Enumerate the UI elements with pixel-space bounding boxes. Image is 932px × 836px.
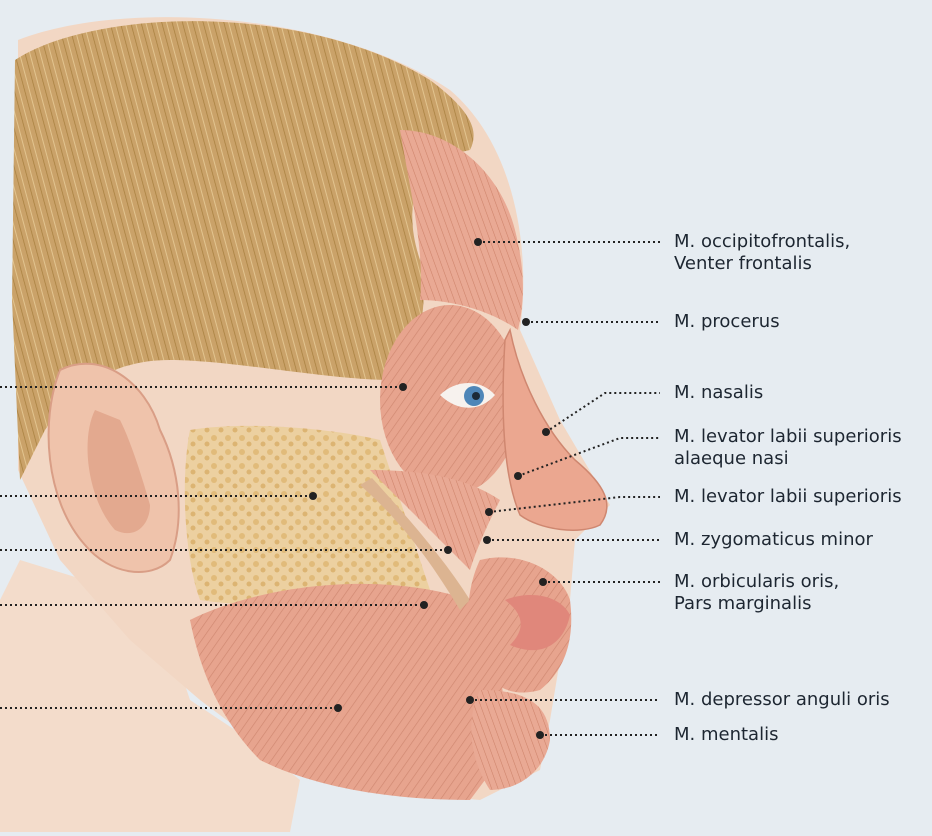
endpoint-left-4 [420, 601, 428, 609]
label-levator-alaeque: M. levator labii superioris alaeque nasi [674, 426, 902, 470]
label-procerus-line1: M. procerus [674, 311, 780, 333]
endpoint-left-2 [309, 492, 317, 500]
label-nasalis-line1: M. nasalis [674, 382, 763, 404]
label-zygomaticus-minor-line1: M. zygomaticus minor [674, 529, 873, 551]
label-levator-labii-line1: M. levator labii superioris [674, 486, 902, 508]
label-levator-alaeque-line1: M. levator labii superioris [674, 426, 902, 448]
label-orbicularis-oris-line2: Pars marginalis [674, 593, 839, 615]
label-occipitofrontalis-line1: M. occipitofrontalis, [674, 231, 850, 253]
endpoint-left-1 [399, 383, 407, 391]
endpoint-levator-alaeque [514, 472, 522, 480]
endpoint-procerus [522, 318, 530, 326]
label-nasalis: M. nasalis [674, 382, 763, 404]
endpoint-mentalis [536, 731, 544, 739]
endpoint-levator-labii [485, 508, 493, 516]
endpoint-nasalis [542, 428, 550, 436]
label-procerus: M. procerus [674, 311, 780, 333]
label-orbicularis-oris-line1: M. orbicularis oris, [674, 571, 839, 593]
endpoint-occipitofrontalis [474, 238, 482, 246]
label-levator-alaeque-line2: alaeque nasi [674, 448, 902, 470]
label-depressor-anguli-line1: M. depressor anguli oris [674, 689, 890, 711]
endpoint-orbicularis-oris [539, 578, 547, 586]
label-levator-labii: M. levator labii superioris [674, 486, 902, 508]
label-mentalis-line1: M. mentalis [674, 724, 778, 746]
endpoint-left-3 [444, 546, 452, 554]
label-zygomaticus-minor: M. zygomaticus minor [674, 529, 873, 551]
pupil [472, 392, 480, 400]
endpoint-depressor-anguli [466, 696, 474, 704]
label-mentalis: M. mentalis [674, 724, 778, 746]
label-depressor-anguli: M. depressor anguli oris [674, 689, 890, 711]
label-occipitofrontalis: M. occipitofrontalis, Venter frontalis [674, 231, 850, 275]
label-orbicularis-oris: M. orbicularis oris, Pars marginalis [674, 571, 839, 615]
endpoint-zygomaticus-minor [483, 536, 491, 544]
endpoint-left-5 [334, 704, 342, 712]
label-occipitofrontalis-line2: Venter frontalis [674, 253, 850, 275]
